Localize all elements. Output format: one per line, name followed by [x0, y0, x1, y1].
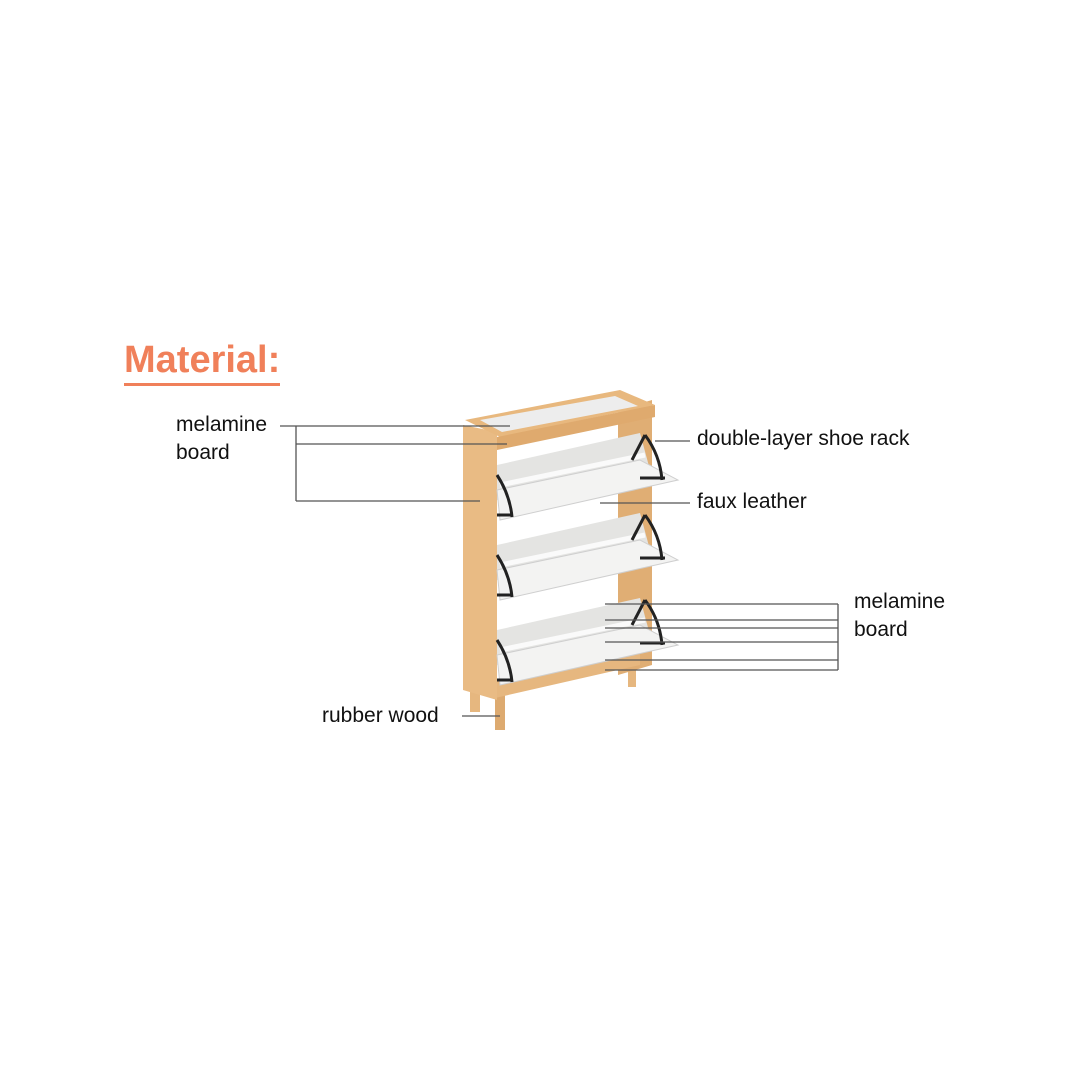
shelf-flap	[496, 539, 680, 601]
label-line: melamine	[176, 413, 268, 436]
label-melamine-board-top: melamine board	[176, 411, 267, 467]
leader-lines	[280, 425, 839, 717]
section-title: Material:	[124, 338, 281, 386]
label-double-layer-shoe-rack: double-layer shoe rack	[697, 427, 910, 450]
leader-top-left	[280, 425, 510, 502]
shelf-rail	[499, 617, 646, 653]
label-rubber-wood: rubber wood	[322, 704, 439, 727]
leg	[470, 680, 480, 712]
hinge-icon	[630, 514, 665, 561]
hinge-icon	[495, 554, 514, 598]
label-line: board	[854, 618, 908, 641]
hinge-icon	[495, 474, 514, 518]
hinge-icon	[495, 639, 514, 683]
leader-right-board	[605, 603, 839, 671]
shelf-flap	[496, 459, 680, 521]
hinge-icon	[630, 434, 665, 481]
label-line: board	[176, 441, 230, 464]
label-line: melamine	[854, 590, 946, 613]
leg	[495, 690, 505, 730]
top-front-edge	[497, 405, 655, 450]
top-melamine-board	[480, 396, 638, 432]
label-faux-leather: faux leather	[697, 490, 807, 513]
label-melamine-board-right: melamine board	[854, 588, 945, 644]
leg	[628, 665, 636, 687]
left-side-panel	[463, 425, 497, 700]
shelf-rail	[499, 532, 646, 568]
shelf-flap	[496, 624, 680, 686]
shelf-rail	[499, 452, 646, 488]
